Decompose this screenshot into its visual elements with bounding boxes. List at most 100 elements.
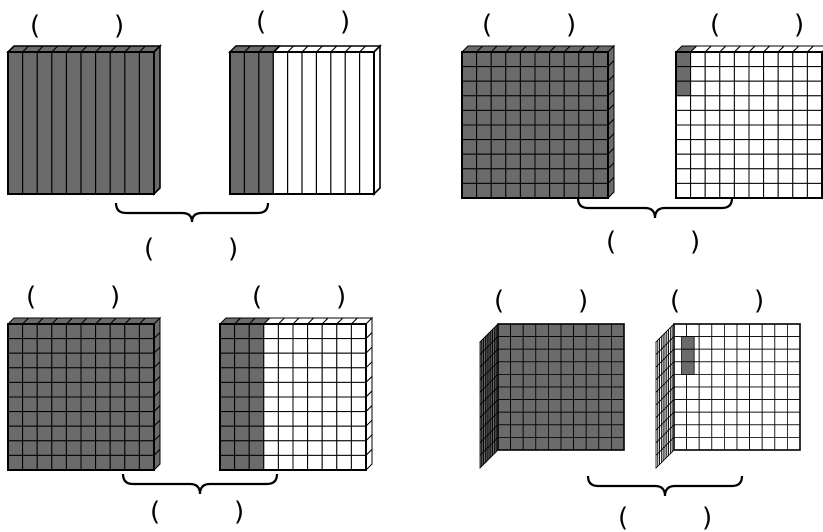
cube-partial-cell <box>787 373 801 388</box>
cube-full-cell <box>573 386 587 401</box>
cube-full-cell <box>548 361 562 375</box>
grid-top-partial-cell <box>777 109 794 126</box>
cube-partial-cell <box>711 323 725 338</box>
cube-full-cell <box>510 361 524 375</box>
grid-bottom-full-cell <box>138 440 155 456</box>
grid-bottom-full-cell <box>65 338 82 354</box>
grid-bottom-full-cell <box>95 440 111 456</box>
grid-bottom-partial-cell <box>321 411 338 427</box>
grid-bottom-partial-cell <box>292 440 309 456</box>
grid-bottom-partial-cell <box>248 396 265 413</box>
grid-top-partial-cell <box>748 168 765 184</box>
cube-partial-cell <box>686 436 700 451</box>
grid-bottom-full-cell <box>124 425 140 442</box>
grid-top-partial-cell <box>719 168 735 184</box>
cube-partial-cell <box>787 348 801 363</box>
grid-bottom-full-cell <box>51 425 67 442</box>
cube-full-cell <box>611 361 625 375</box>
grid-bottom-full-cell <box>80 454 97 471</box>
grid-bottom-full-cell <box>80 440 97 456</box>
grid-bottom-partial-cell <box>277 338 294 354</box>
cube-full-cell <box>510 411 524 426</box>
grid-top-partial-cell <box>792 95 808 111</box>
grid-top-full-cell <box>519 168 536 184</box>
cube-full-cell <box>585 336 600 350</box>
brace-grid-top <box>576 197 734 219</box>
grid-top-full-cell <box>519 182 536 199</box>
grid-top-full-cell <box>578 80 594 97</box>
grid-top-partial-cell <box>777 153 794 170</box>
grid-top-full-cell <box>490 182 507 199</box>
grid-bottom-full-cell <box>7 425 24 442</box>
blank-left-paren: ( <box>256 7 266 37</box>
grid-bottom-partial-cell <box>277 367 294 383</box>
cube-partial-cell <box>698 436 713 451</box>
cube-partial-shaded-cell <box>681 348 695 363</box>
grid-top-partial-cell <box>806 95 823 111</box>
full-grid-block-top <box>460 44 616 200</box>
cube-partial-cell <box>698 399 713 413</box>
cube-partial-cell <box>761 386 776 401</box>
grid-bottom-partial-cell <box>307 440 323 456</box>
cube-partial-cell <box>724 399 738 413</box>
grid-top-full-cell <box>534 109 551 126</box>
cube-partial-cell <box>736 348 751 363</box>
cube-full-cell <box>522 424 537 438</box>
grid-top-full-cell <box>578 182 594 199</box>
grid-top-full-cell <box>490 139 507 155</box>
figure-grid-top <box>460 44 823 219</box>
cube-partial-cell <box>673 373 688 388</box>
cube-full-cell <box>573 323 587 338</box>
cube-full-cell <box>611 436 625 451</box>
cube-full-cell <box>560 323 575 338</box>
grid-bottom-full-cell <box>95 367 111 383</box>
cube-full-cell <box>611 336 625 350</box>
grid-top-partial-cell <box>806 139 823 155</box>
cube-full-cell <box>535 399 549 413</box>
grid-top-full-cell <box>476 95 492 111</box>
blank-right-paren: ) <box>754 286 764 316</box>
grid-top-partial-cell <box>690 153 706 170</box>
grid-top-full-cell <box>549 182 565 199</box>
cube-partial-cell <box>698 424 713 438</box>
grid-top-full-cell <box>563 139 580 155</box>
partial-cube <box>655 323 801 469</box>
grid-bottom-partial-cell <box>234 396 250 413</box>
cube-full-cell <box>585 411 600 426</box>
grid-top-full-cell <box>578 109 594 126</box>
grid-top-full-cell <box>534 51 551 68</box>
grid-bottom-full-cell <box>22 367 38 383</box>
cube-partial-cell <box>761 424 776 438</box>
grid-bottom-partial-cell <box>307 381 323 398</box>
grid-bottom-full-cell <box>51 411 67 427</box>
grid-bottom-partial-cell <box>263 396 279 413</box>
grid-bottom-full-cell <box>22 338 38 354</box>
grid-top-full-cell <box>534 80 551 97</box>
grid-top-partial-cell <box>690 109 706 126</box>
cube-full-cell <box>535 386 549 401</box>
grid-bottom-partial-cell <box>321 367 338 383</box>
cube-partial-cell <box>724 424 738 438</box>
cube-partial-cell <box>749 399 763 413</box>
grid-top-full-cell <box>578 153 594 170</box>
cube-partial-cell <box>711 411 725 426</box>
grid-bottom-full-cell <box>22 323 38 340</box>
grid-bottom-partial-cell <box>263 323 279 340</box>
cube-full-cell <box>611 386 625 401</box>
cube-partial-cell <box>761 348 776 363</box>
grid-bottom-full-cell <box>51 323 67 340</box>
blank-left-paren: ( <box>482 10 492 40</box>
grid-top-partial-cell <box>763 153 779 170</box>
grid-top-partial-cell <box>792 168 808 184</box>
grid-top-partial-cell <box>675 109 692 126</box>
grid-top-full-cell <box>549 80 565 97</box>
cube-full-cell <box>560 361 575 375</box>
grid-top-partial-cell <box>733 95 750 111</box>
grid-bottom-partial-cell <box>219 323 236 340</box>
blank-left-paren: ( <box>618 503 628 532</box>
grid-bottom-partial-cell <box>307 323 323 340</box>
grid-bottom-full-cell <box>51 352 67 369</box>
grid-top-partial-cell <box>777 182 794 199</box>
grid-bottom-full-cell <box>65 381 82 398</box>
grid-bottom-full-cell <box>80 367 97 383</box>
